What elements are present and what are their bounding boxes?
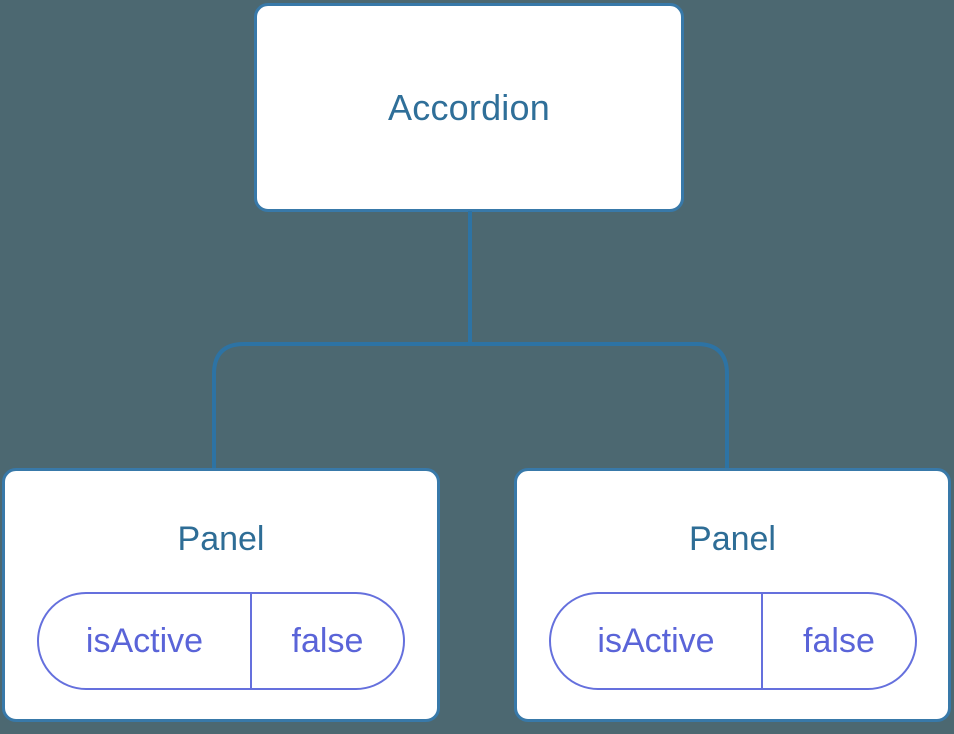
state-key: isActive — [39, 594, 252, 688]
accordion-node-label: Accordion — [388, 86, 550, 128]
tree-node-panel-right: Panel isActive false — [514, 468, 951, 722]
state-value: false — [803, 621, 875, 660]
connector-bracket-line — [212, 342, 729, 470]
state-value: false — [291, 621, 364, 660]
state-pill: isActive false — [548, 592, 917, 690]
panel-node-label: Panel — [689, 520, 776, 558]
tree-node-panel-left: Panel isActive false — [2, 468, 440, 722]
state-key: isActive — [551, 594, 764, 688]
panel-node-label: Panel — [177, 520, 265, 558]
tree-node-accordion: Accordion — [254, 3, 684, 212]
state-pill: isActive false — [37, 592, 405, 690]
